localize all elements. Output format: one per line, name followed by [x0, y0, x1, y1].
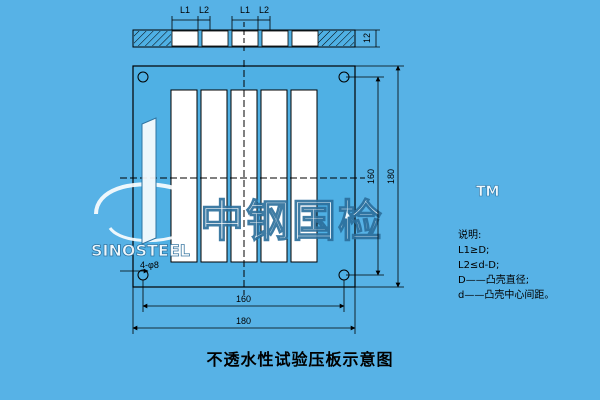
- vertical-dimensions: 160 180: [346, 65, 404, 288]
- bolt-hole: [137, 71, 149, 83]
- hatch-left: [134, 31, 171, 46]
- slot: [200, 89, 228, 263]
- watermark-swoosh: [108, 227, 179, 243]
- dim-l2-right: L2: [259, 5, 269, 15]
- dim-thickness: 12: [362, 33, 372, 43]
- watermark-brand-cn: 中钢国检: [200, 196, 384, 247]
- section-view: L1 L2 L1 L2 12: [132, 5, 380, 52]
- dim-l2-left: L2: [199, 5, 209, 15]
- notes-line: d——凸壳中心间距。: [458, 290, 555, 301]
- notes-line: L1≥D;: [458, 245, 490, 256]
- section-slot: [231, 30, 259, 47]
- dim-inner-width: 160: [236, 294, 251, 304]
- section-slot: [261, 30, 289, 47]
- slot: [170, 89, 198, 263]
- hatch-right: [318, 31, 354, 46]
- figure-caption: 不透水性试验压板示意图: [206, 350, 394, 369]
- notes-title: 说明:: [458, 230, 482, 241]
- watermark-logo-bar: [141, 117, 157, 245]
- dim-outer-width: 180: [236, 316, 251, 326]
- section-slot: [291, 30, 319, 47]
- watermark-swoosh: [94, 182, 195, 222]
- dim-outer-height: 180: [386, 169, 396, 184]
- notes: 说明: L1≥D; L2≤d-D; D——凸壳直径; d——凸壳中心间距。: [458, 228, 554, 303]
- watermark-tm: TM: [476, 184, 499, 200]
- slot: [290, 89, 318, 263]
- notes-line: L2≤d-D;: [458, 260, 500, 271]
- slot: [260, 89, 288, 263]
- section-slot: [201, 30, 229, 47]
- dim-l1-right: L1: [240, 5, 250, 15]
- notes-line: D——凸壳直径;: [458, 275, 530, 286]
- watermark: 中钢国检 SINOSTEEL TM: [91, 117, 500, 260]
- horizontal-dimensions: 160 180 4-φ8: [120, 260, 356, 334]
- section-slot: [171, 30, 199, 47]
- dim-inner-height: 160: [366, 169, 376, 184]
- plan-view: [120, 60, 365, 295]
- watermark-brand-en: SINOSTEEL: [91, 241, 190, 260]
- dim-hole: 4-φ8: [140, 260, 159, 270]
- dim-l1-left: L1: [180, 5, 190, 15]
